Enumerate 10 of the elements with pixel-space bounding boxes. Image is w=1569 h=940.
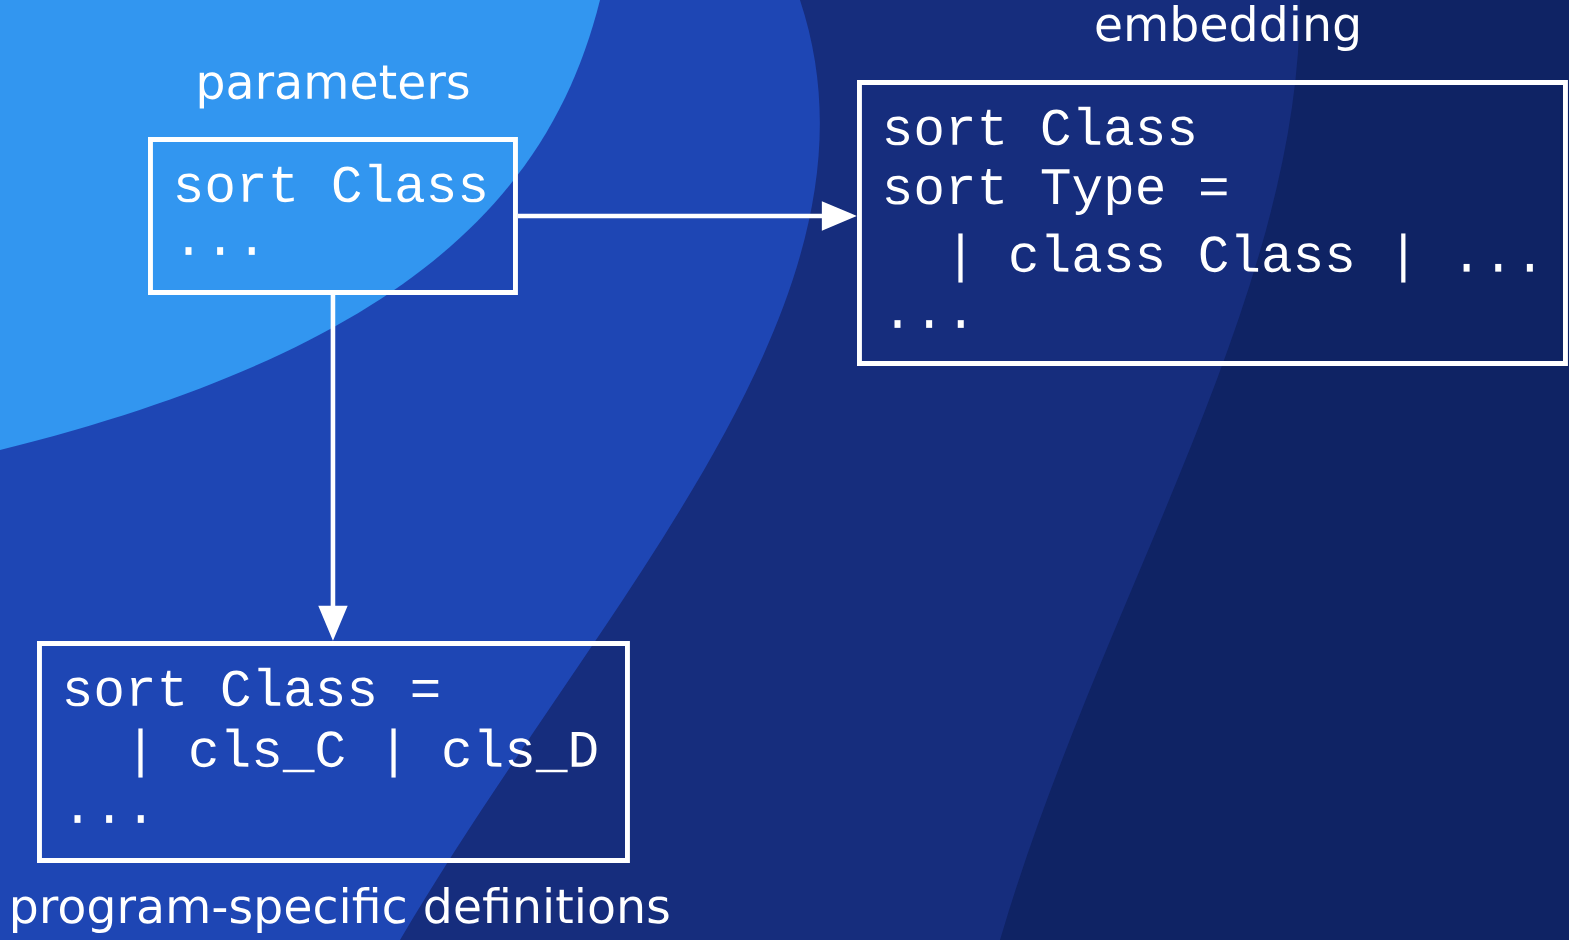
code-box: sort Class sort Type = | class Class | ... ...	[857, 80, 1568, 366]
heading: program-specific definitions	[13, 887, 669, 933]
node-label: sort Type =	[886, 168, 1227, 216]
heading: parameters	[199, 65, 469, 109]
node-label: ...	[894, 320, 964, 328]
code-box: sort Class = | cls_C | cls_D ...	[37, 641, 630, 863]
node-label: | class Class | ...	[958, 233, 1533, 283]
code-box: sort Class ...	[148, 137, 518, 295]
node-label: sort Class	[886, 106, 1194, 146]
heading: embedding	[1096, 5, 1358, 51]
